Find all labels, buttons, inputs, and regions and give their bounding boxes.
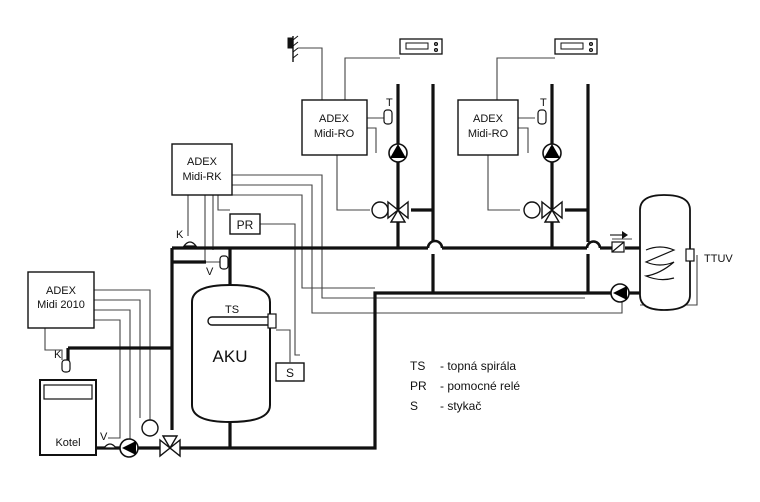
sensor-v-tank: V	[206, 255, 229, 278]
v-boiler-label: V	[100, 431, 108, 443]
heating-coil-icon	[643, 246, 676, 281]
sensor-k-boiler: K	[54, 349, 71, 373]
aku-tank: AKU TS	[191, 283, 277, 424]
sensor-t-circuit-2: T	[537, 97, 547, 125]
legend-abbr-pr: PR	[410, 379, 427, 393]
controller-midi-rk: ADEX Midi-RK	[171, 143, 233, 196]
midi2010-line1: ADEX	[46, 285, 77, 297]
ttuv-label: TTUV	[704, 253, 733, 265]
pr-relay: PR	[229, 213, 261, 235]
controller-midi-ro-2: ADEX Midi-RO	[457, 99, 519, 156]
boiler: Kotel	[39, 379, 97, 456]
aku-label: AKU	[213, 347, 248, 366]
ts-label: TS	[225, 304, 239, 316]
three-way-valve-icon	[141, 419, 181, 458]
hot-water-tank: TTUV	[639, 194, 733, 311]
flow-arrow-icon	[610, 231, 628, 239]
kotel-label: Kotel	[55, 437, 80, 449]
outdoor-sensor-icon	[287, 35, 299, 62]
legend-abbr-ts: TS	[410, 359, 425, 373]
t2-label: T	[540, 97, 547, 109]
pump-icon	[610, 283, 630, 303]
pump-icon	[119, 438, 139, 458]
s-label: S	[286, 366, 294, 380]
legend: TS - topná spirála PR - pomocné relé S -…	[410, 359, 520, 413]
k-top-label: K	[176, 229, 184, 241]
three-way-valve-icon	[523, 200, 563, 223]
sensor-k-top: K	[176, 229, 198, 247]
legend-abbr-s: S	[410, 399, 418, 413]
check-valve-icon	[611, 241, 625, 253]
legend-desc-pr: - pomocné relé	[440, 379, 520, 393]
room-thermostat-icon	[399, 38, 443, 55]
s-contactor: S	[275, 329, 305, 382]
k-boiler-label: K	[54, 349, 62, 361]
pr-label: PR	[237, 218, 254, 232]
midi-rk-line1: ADEX	[187, 156, 218, 168]
legend-desc-s: - stykač	[440, 399, 481, 413]
controller-midi2010: ADEX Midi 2010	[27, 271, 95, 329]
midi-ro-2-line1: ADEX	[473, 113, 504, 125]
heating-coil-icon	[207, 316, 273, 326]
sensor-t-circuit-1: T	[383, 97, 393, 125]
t1-label: T	[386, 97, 393, 109]
legend-desc-ts: - topná spirála	[440, 359, 516, 373]
v-tank-label: V	[206, 266, 214, 278]
midi-ro-1-line1: ADEX	[319, 113, 350, 125]
pump-icon	[388, 143, 408, 163]
midi-ro-1-line2: Midi-RO	[314, 128, 355, 140]
midi-rk-line2: Midi-RK	[182, 171, 222, 183]
midi2010-line2: Midi 2010	[37, 299, 85, 311]
midi-ro-2-line2: Midi-RO	[468, 128, 509, 140]
pump-icon	[542, 143, 562, 163]
room-thermostat-icon	[554, 38, 598, 55]
controller-midi-ro-1: ADEX Midi-RO	[301, 99, 368, 156]
sensor-v-boiler: V	[100, 431, 118, 449]
three-way-valve-icon	[371, 200, 409, 223]
